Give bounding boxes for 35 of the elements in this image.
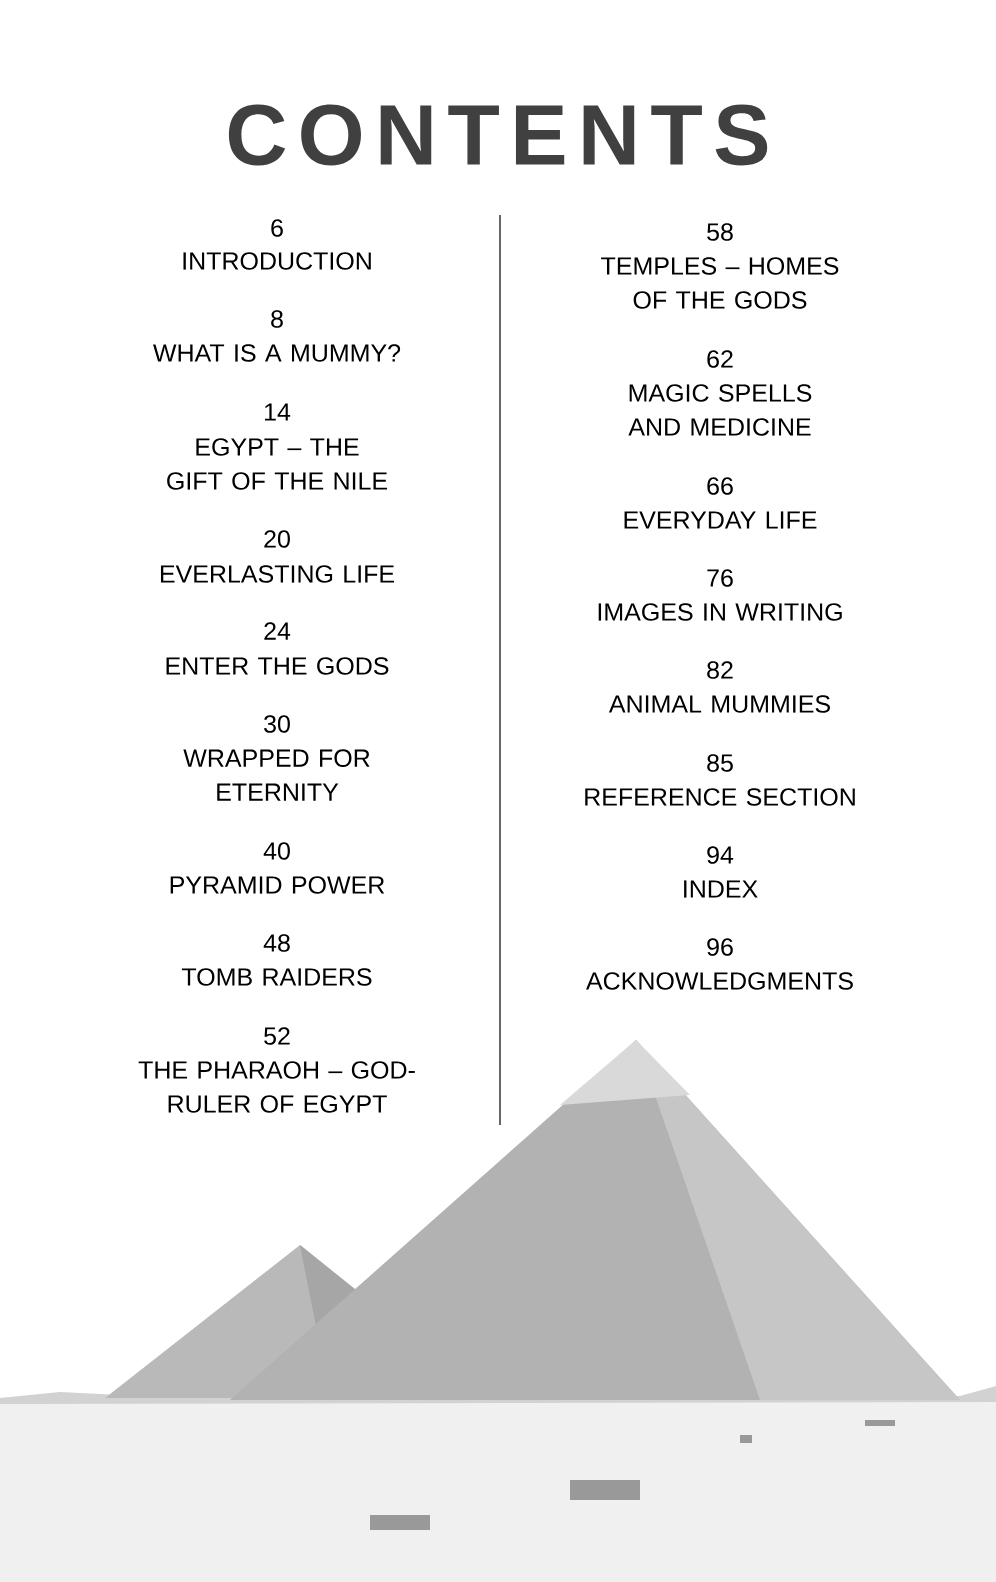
page-number: 24 bbox=[264, 622, 291, 640]
page-number: 20 bbox=[264, 530, 290, 548]
chapter-title: ACKNOWLEDGMENTS bbox=[586, 972, 853, 990]
chapter-title: EVERYDAY LIFE bbox=[624, 511, 817, 529]
chapter-title: PYRAMID POWER bbox=[170, 876, 385, 894]
chapter-title: TEMPLES – HOMES OF THE GODS bbox=[601, 257, 839, 309]
page-number: 96 bbox=[707, 938, 733, 956]
chapter-title: REFERENCE SECTION bbox=[585, 788, 855, 806]
chapter-title: TOMB RAIDERS bbox=[181, 968, 372, 986]
page-number: 48 bbox=[263, 934, 290, 952]
page-number: 30 bbox=[264, 715, 290, 733]
page-number: 6 bbox=[271, 219, 283, 237]
page-number: 76 bbox=[707, 569, 733, 587]
chapter-title: ANIMAL MUMMIES bbox=[608, 695, 830, 713]
page-number: 58 bbox=[707, 223, 733, 241]
chapter-title: THE PHARAOH – GOD-RULER OF EGYPT bbox=[138, 1061, 415, 1113]
chapter-title: WHAT IS A MUMMY? bbox=[153, 344, 401, 362]
chapter-title: MAGIC SPELLS AND MEDICINE bbox=[628, 384, 812, 436]
page-number: 85 bbox=[707, 754, 733, 772]
chapter-title: EVERLASTING LIFE bbox=[160, 565, 394, 583]
page-number: 52 bbox=[264, 1027, 290, 1045]
page-number: 14 bbox=[265, 403, 291, 421]
chapter-title: INTRODUCTION bbox=[183, 252, 371, 270]
page-number: 66 bbox=[707, 477, 733, 495]
chapter-title: IMAGES IN WRITING bbox=[598, 603, 842, 621]
page-number: 62 bbox=[707, 350, 733, 368]
chapter-title: WRAPPED FOR ETERNITY bbox=[183, 749, 370, 801]
page-number: 94 bbox=[707, 846, 734, 864]
chapter-title: EGYPT – THE GIFT OF THE NILE bbox=[167, 438, 388, 490]
page-number: 82 bbox=[707, 661, 733, 679]
chapter-title: ENTER THE GODS bbox=[166, 657, 389, 675]
heading: CONTENTS bbox=[228, 104, 768, 166]
chapter-title: INDEX bbox=[684, 880, 758, 898]
page-number: 40 bbox=[263, 842, 290, 860]
page-number: 8 bbox=[271, 310, 283, 328]
